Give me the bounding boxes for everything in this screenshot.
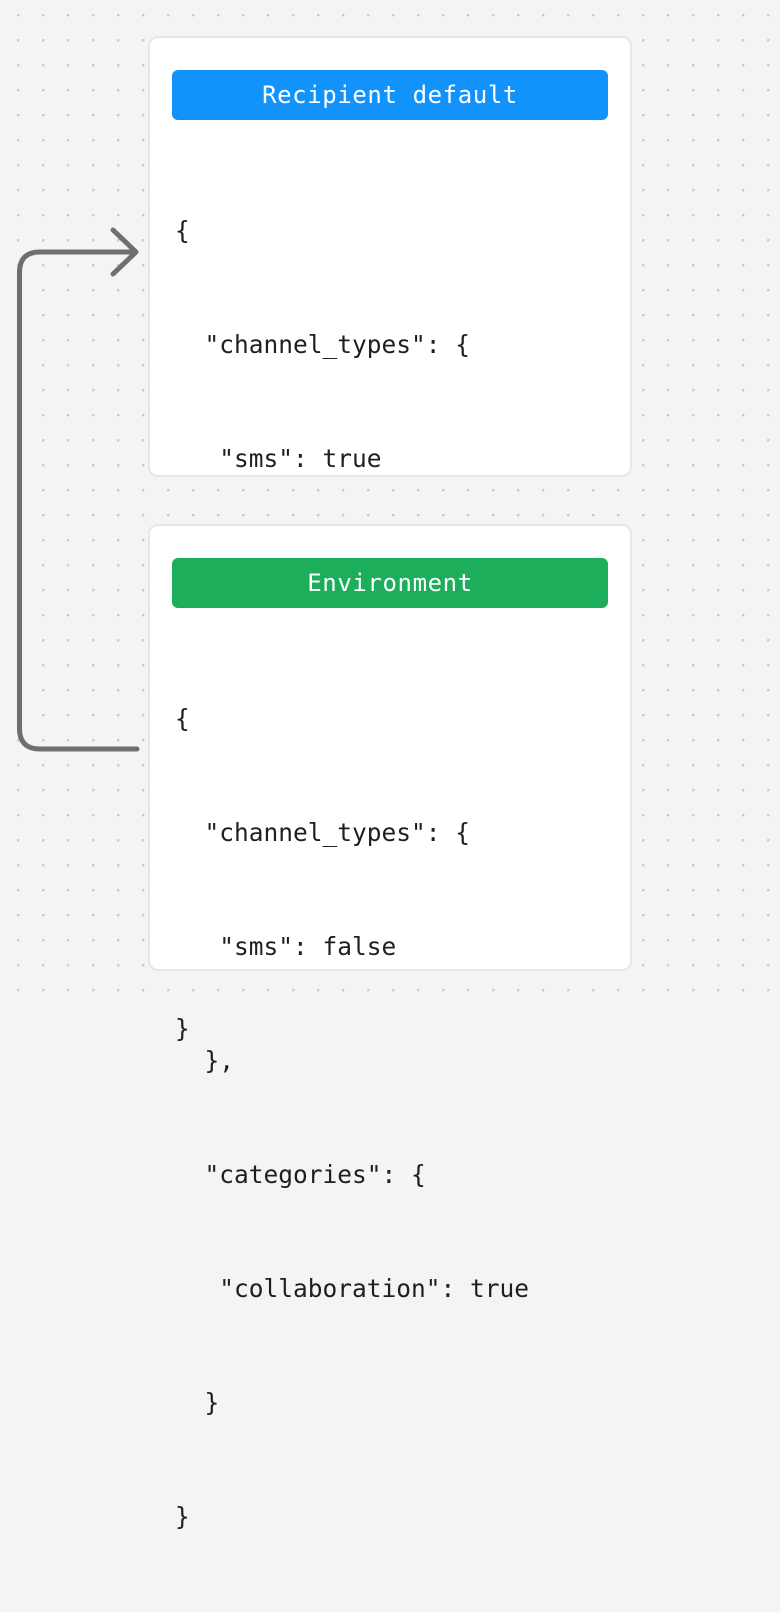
code-line: "sms": true bbox=[175, 444, 382, 473]
code-line: } bbox=[175, 1502, 190, 1531]
card-header-recipient-default: Recipient default bbox=[172, 70, 608, 120]
code-line: "channel_types": { bbox=[175, 330, 471, 359]
code-line: "channel_types": { bbox=[175, 818, 471, 847]
code-line: { bbox=[175, 704, 190, 733]
code-line: "collaboration": true bbox=[175, 1274, 530, 1303]
code-block-environment: { "channel_types": { "sms": false }, "ca… bbox=[175, 624, 620, 1612]
code-line: { bbox=[175, 216, 190, 245]
code-line: } bbox=[175, 1388, 220, 1417]
card-environment: Environment { "channel_types": { "sms": … bbox=[148, 524, 632, 1531]
code-line: "sms": false bbox=[175, 932, 397, 961]
card-header-environment: Environment bbox=[172, 558, 608, 608]
code-line: }, bbox=[175, 1046, 235, 1075]
card-recipient-default: Recipient default { "channel_types": { "… bbox=[148, 36, 632, 1043]
code-line: "categories": { bbox=[175, 1160, 426, 1189]
